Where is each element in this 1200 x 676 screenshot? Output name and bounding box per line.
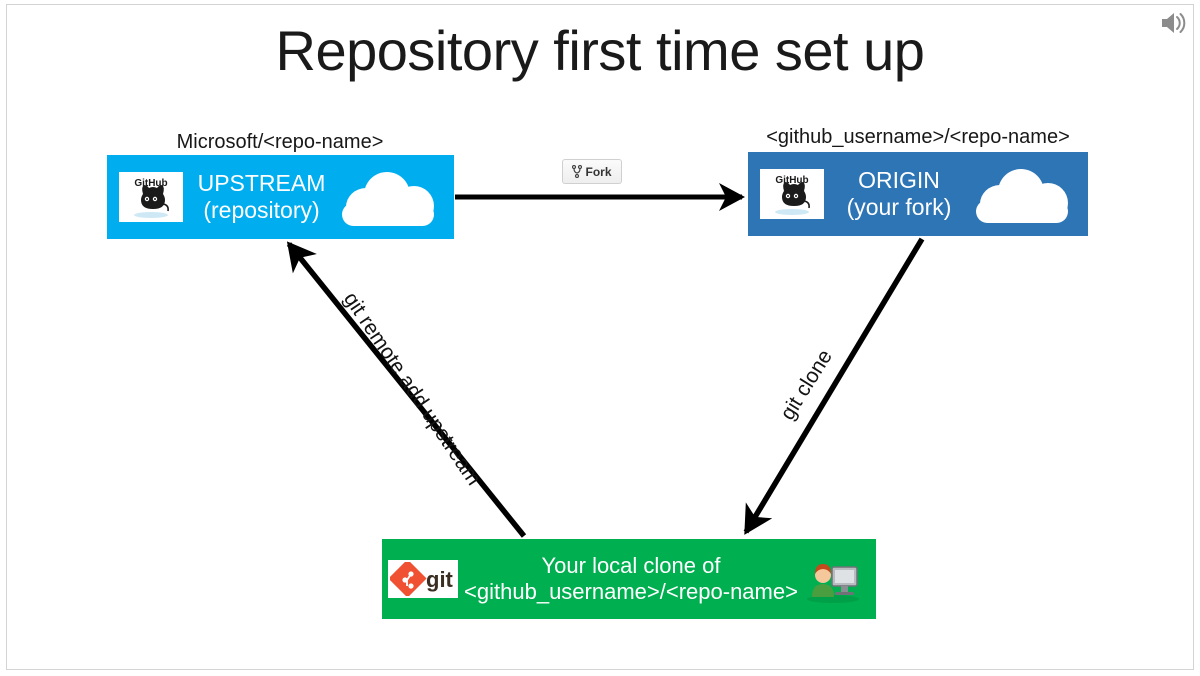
origin-caption: <github_username>/<repo-name>	[766, 126, 1070, 148]
origin-label-line2: (your fork)	[846, 194, 952, 220]
upstream-label-line1: UPSTREAM	[197, 170, 326, 197]
origin-label: ORIGIN (your fork)	[824, 167, 974, 220]
upstream-label: UPSTREAM (repository)	[183, 170, 340, 223]
git-clone-label: git clone	[776, 345, 837, 425]
github-octocat-logo-icon: GitHub	[760, 169, 824, 219]
origin-label-line1: ORIGIN	[858, 167, 940, 194]
local-clone-node[interactable]: git Your local clone of <github_username…	[382, 539, 876, 619]
origin-node[interactable]: GitHub ORIGIN (your fork)	[748, 152, 1088, 236]
github-octocat-logo-icon: GitHub	[119, 172, 183, 222]
fork-button-label: Fork	[585, 164, 612, 179]
upstream-label-line2: (repository)	[203, 197, 320, 223]
git-logo-icon: git	[388, 560, 458, 598]
clone-arrow	[743, 237, 925, 535]
local-clone-label-line2: <github_username>/<repo-name>	[464, 579, 798, 604]
svg-text:git: git	[426, 567, 454, 592]
fork-button[interactable]: Fork	[562, 159, 622, 184]
fork-branch-icon	[572, 165, 583, 178]
svg-text:GitHub: GitHub	[775, 175, 808, 186]
upstream-caption: Microsoft/<repo-name>	[176, 131, 384, 153]
speaker-icon[interactable]	[1158, 8, 1190, 38]
local-clone-label-line1: Your local clone of	[541, 553, 721, 579]
page-title: Repository first time set up	[275, 19, 925, 82]
upstream-node[interactable]: GitHub UPSTREAM (repository)	[107, 155, 454, 239]
remote-add-upstream-label: git remote add upstream	[338, 288, 486, 490]
person-at-computer-icon	[804, 555, 862, 603]
cloud-icon	[340, 170, 436, 226]
local-clone-label: Your local clone of <github_username>/<r…	[458, 553, 804, 604]
cloud-icon	[974, 167, 1070, 223]
svg-text:GitHub: GitHub	[134, 178, 167, 189]
